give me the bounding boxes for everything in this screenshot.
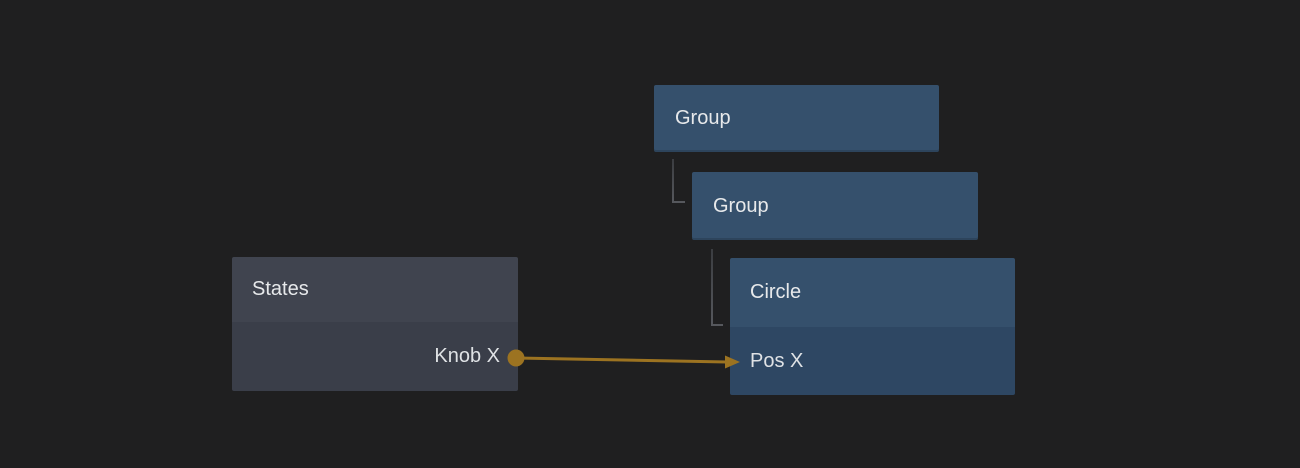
node-group-1-title-row: Group: [654, 85, 939, 152]
node-states-property-knob-x[interactable]: Knob X: [232, 322, 518, 391]
node-states-header[interactable]: States: [232, 257, 518, 322]
node-group-2[interactable]: Group: [692, 172, 978, 240]
node-circle-property-label: Pos X: [750, 349, 804, 372]
node-group-2-title-row: Group: [692, 172, 978, 240]
node-circle-property-pos-x[interactable]: Pos X: [730, 327, 1015, 395]
node-group-1[interactable]: Group: [654, 85, 939, 152]
tree-connector-horizontal: [672, 201, 685, 203]
node-states-property-label: Knob X: [434, 345, 500, 367]
binding-arrow-line: [516, 356, 728, 364]
tree-connector-horizontal: [711, 324, 723, 326]
tree-connector-vertical: [711, 249, 713, 326]
node-states[interactable]: States Knob X: [232, 257, 518, 391]
node-group-2-label: Group: [713, 194, 769, 217]
node-circle-label: Circle: [750, 281, 802, 303]
node-group-1-label: Group: [675, 107, 731, 129]
node-states-label: States: [252, 278, 309, 300]
node-circle-header[interactable]: Circle: [730, 258, 1015, 327]
node-circle[interactable]: Circle Pos X: [730, 258, 1015, 395]
tree-connector-vertical: [672, 159, 674, 203]
